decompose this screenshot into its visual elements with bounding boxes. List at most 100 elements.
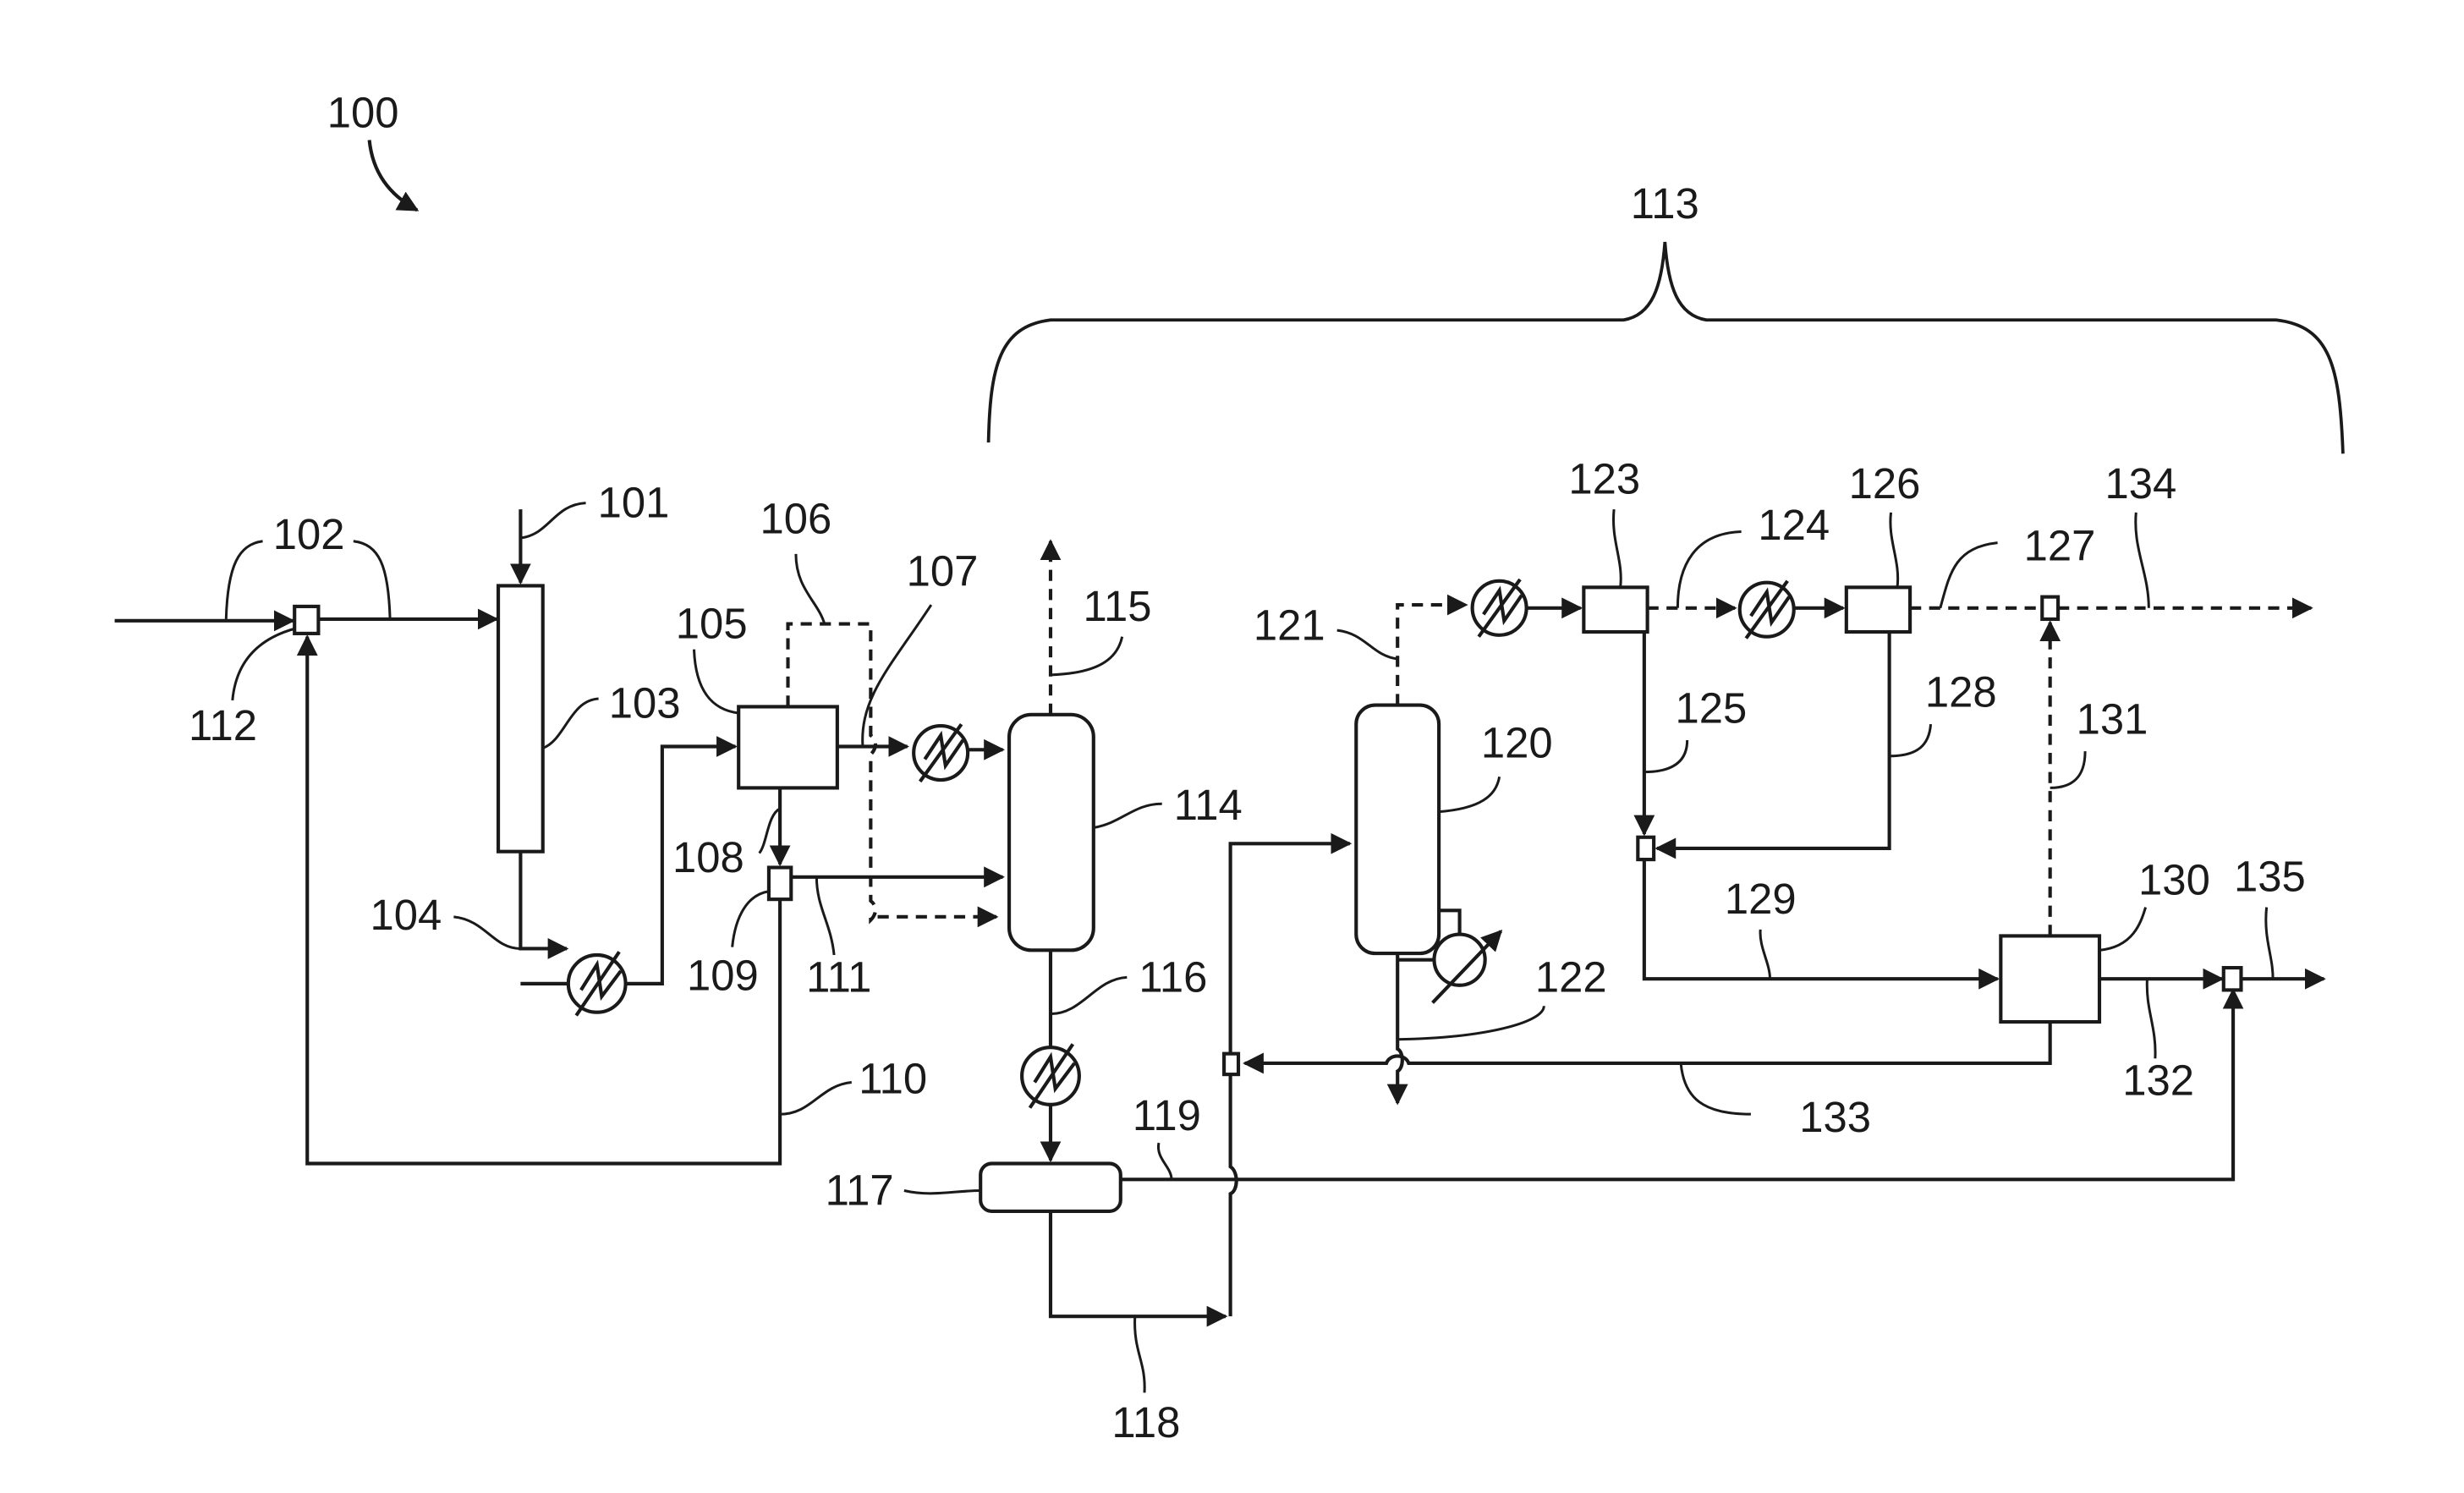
label-130: 130: [2138, 855, 2210, 903]
leader-114: [1094, 804, 1162, 827]
leader-102a: [226, 541, 262, 619]
leader-131: [2050, 751, 2085, 788]
column-103: [498, 585, 543, 851]
label-118: 118: [1111, 1398, 1180, 1446]
stream-118-riser: [1231, 1074, 1237, 1316]
leader-119: [1158, 1143, 1172, 1179]
leader-106: [796, 554, 825, 624]
label-126: 126: [1849, 459, 1921, 508]
label-108: 108: [672, 833, 744, 881]
label-120: 120: [1481, 719, 1553, 767]
heat-exchanger-107: [914, 724, 968, 782]
label-124: 124: [1758, 501, 1830, 549]
label-127: 127: [2024, 521, 2096, 569]
mixer-112: [294, 607, 318, 634]
heat-exchanger-116: [1022, 1044, 1079, 1107]
label-111: 111: [806, 952, 871, 1001]
label-103: 103: [609, 679, 681, 727]
leader-122: [1397, 1006, 1544, 1040]
mixer-127: [2042, 597, 2058, 619]
heat-exchanger-104: [568, 952, 626, 1015]
label-102: 102: [273, 510, 345, 558]
leader-123: [1613, 509, 1621, 587]
leader-109: [733, 892, 769, 947]
splitter-109: [769, 868, 791, 900]
label-122: 122: [1535, 952, 1607, 1001]
leader-115: [1051, 637, 1122, 675]
drum-117: [980, 1163, 1121, 1210]
leader-127: [1940, 543, 1998, 608]
label-119: 119: [1133, 1091, 1201, 1139]
leader-116: [1051, 977, 1127, 1013]
leader-111: [816, 877, 834, 955]
stream-121: [1397, 605, 1466, 705]
label-110: 110: [859, 1055, 927, 1103]
label-129: 129: [1725, 875, 1797, 923]
label-112: 112: [189, 701, 257, 749]
label-114: 114: [1174, 781, 1243, 829]
label-135: 135: [2234, 853, 2306, 901]
leader-135: [2266, 908, 2273, 980]
leader-132: [2147, 979, 2155, 1058]
leader-125: [1644, 740, 1687, 772]
label-123: 123: [1568, 454, 1640, 502]
group-brace-113: [989, 242, 2343, 453]
separator-123: [1583, 587, 1647, 632]
leader-126: [1891, 513, 1898, 587]
column-120: [1356, 705, 1439, 954]
label-131: 131: [2077, 694, 2148, 743]
figure-pointer-arrow: [370, 140, 417, 211]
label-101: 101: [598, 479, 670, 527]
stream-128: [1657, 632, 1890, 848]
label-107: 107: [907, 546, 979, 595]
label-100: 100: [327, 89, 399, 137]
leader-128: [1890, 724, 1931, 756]
label-113: 113: [1631, 179, 1699, 228]
separator-130: [2000, 936, 2099, 1022]
leader-101: [520, 503, 585, 538]
leader-124: [1677, 531, 1741, 607]
label-132: 132: [2122, 1057, 2194, 1105]
label-105: 105: [676, 600, 748, 648]
heat-exchanger-124: [1740, 581, 1794, 639]
label-121: 121: [1254, 601, 1325, 649]
reboiler-return: [1439, 910, 1459, 934]
heat-exchanger-121: [1473, 579, 1527, 637]
label-134: 134: [2105, 459, 2177, 508]
mixer-135: [2224, 968, 2242, 990]
mixer-118: [1224, 1054, 1238, 1074]
leader-105: [694, 650, 738, 713]
leader-110: [780, 1083, 852, 1115]
label-125: 125: [1675, 683, 1747, 732]
separator-105: [738, 706, 837, 788]
leader-108: [760, 809, 780, 854]
label-104: 104: [370, 891, 442, 939]
leader-118: [1135, 1316, 1145, 1392]
leader-130: [2099, 908, 2146, 951]
stream-bottoms-122: [1397, 953, 1402, 1103]
mixer-125-128: [1638, 837, 1654, 859]
stream-104: [520, 852, 567, 949]
reboiler-122: [1433, 931, 1501, 1003]
label-128: 128: [1925, 667, 1997, 716]
stream-to-120: [1231, 843, 1350, 1053]
leader-117: [904, 1190, 980, 1193]
leader-134: [2136, 513, 2149, 608]
leader-104: [453, 917, 520, 949]
leader-107: [863, 605, 931, 746]
stream-118: [1051, 1211, 1226, 1316]
leader-133: [1681, 1063, 1751, 1114]
separator-126: [1847, 587, 1910, 632]
leader-120: [1439, 777, 1500, 811]
vessel-114: [1009, 715, 1094, 950]
label-133: 133: [1799, 1093, 1871, 1141]
label-109: 109: [687, 951, 759, 999]
stream-129: [1644, 859, 1998, 979]
label-106: 106: [760, 494, 832, 542]
label-115: 115: [1084, 582, 1152, 630]
leader-103: [543, 699, 599, 748]
leader-112: [233, 628, 294, 700]
leader-121: [1337, 630, 1398, 659]
stream-133: [1245, 1022, 2050, 1063]
